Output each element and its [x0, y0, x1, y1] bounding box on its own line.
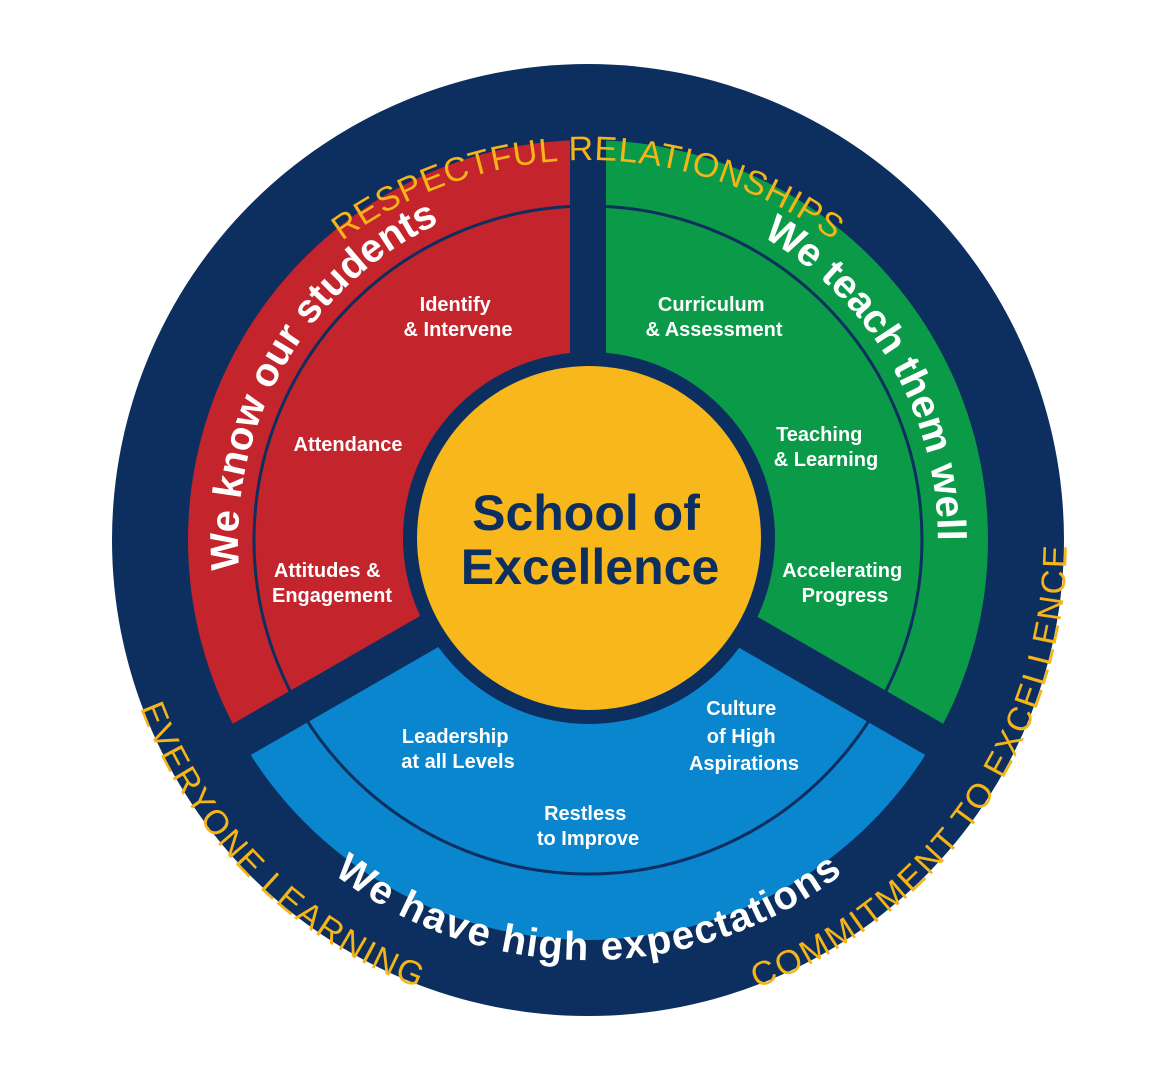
- item-accelerating-progress: Accelerating Progress: [782, 560, 908, 607]
- item-teaching-learning: Teaching & Learning: [774, 424, 878, 471]
- item-identify-intervene: Identify & Intervene: [404, 294, 513, 341]
- center-title-line1: School of: [472, 485, 700, 541]
- center-circle: [417, 366, 761, 710]
- item-restless-to-improve: Restless to Improve: [537, 803, 639, 850]
- item-attendance: Attendance: [294, 434, 403, 456]
- item-leadership: Leadership at all Levels: [401, 726, 514, 773]
- segment-blue: [241, 540, 935, 940]
- item-curriculum-assessment: Curriculum & Assessment: [645, 294, 782, 341]
- center-title-line2: Excellence: [461, 539, 720, 595]
- item-culture-of-high-aspirations: Culture of High Aspirations: [689, 698, 799, 775]
- item-attitudes-engagement: Attitudes & Engagement: [272, 560, 392, 607]
